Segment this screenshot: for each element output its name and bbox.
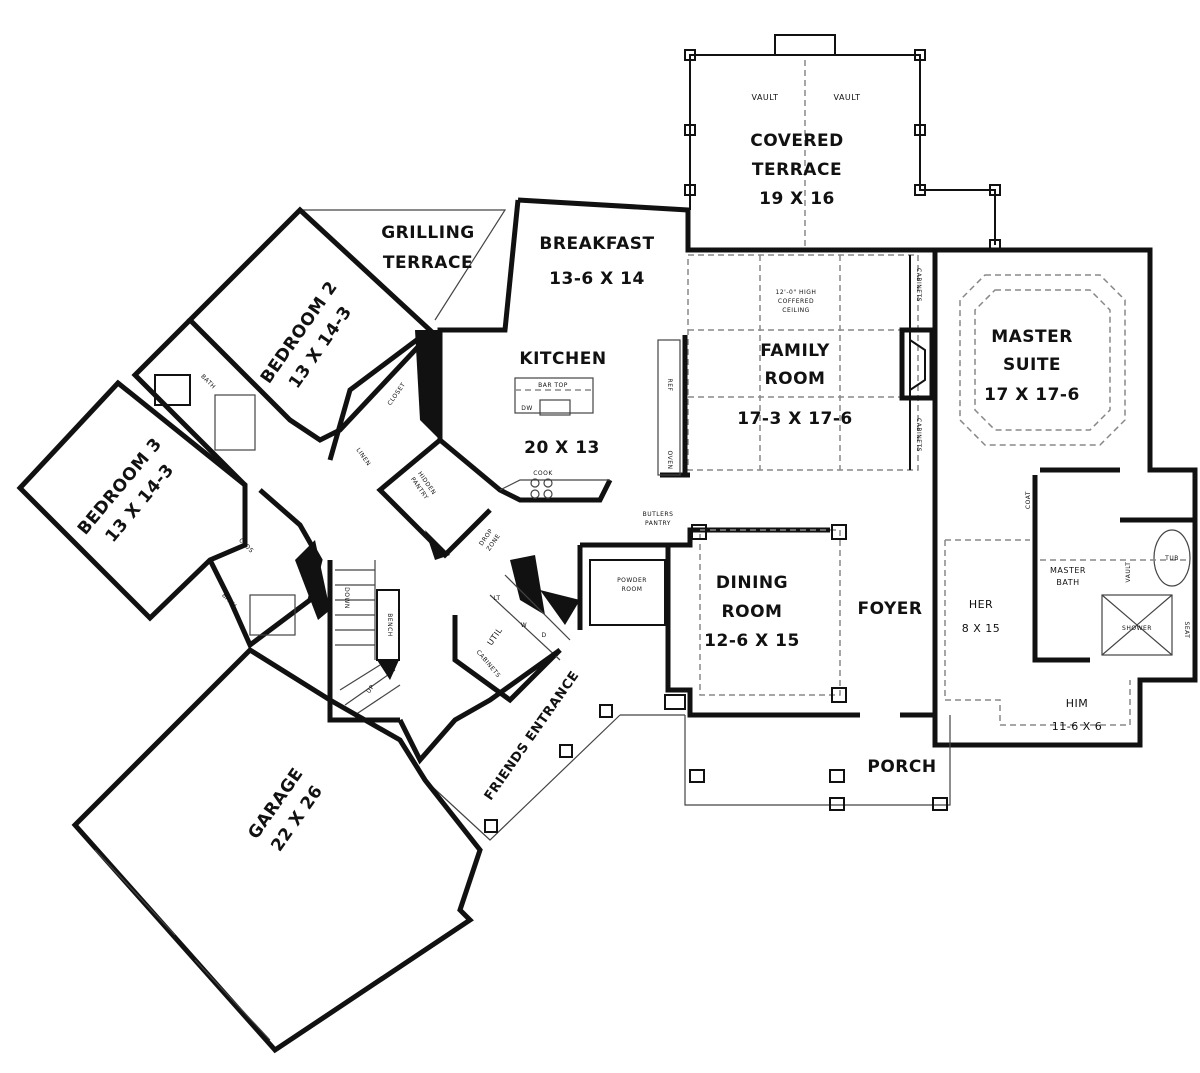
coat-label: COAT [1025, 491, 1032, 509]
master-suite-size: 17 X 17-6 [984, 385, 1080, 405]
kitchen-size: 20 X 13 [524, 438, 600, 458]
butlers-pantry-label: BUTLERS [643, 511, 674, 518]
butlers-pantry-label-2: PANTRY [645, 520, 671, 527]
bar-top-label: BAR TOP [538, 382, 568, 389]
stairs-up-label: UP [365, 683, 376, 694]
family-room-label-2: ROOM [765, 369, 826, 389]
shower-label: SHOWER [1122, 625, 1152, 632]
coffered-ceiling-1: 12'-0" HIGH [776, 289, 817, 296]
util-label: UTIL [486, 626, 505, 647]
cabinets-bottom-label: CABINETS [915, 418, 922, 452]
dining-room-label: DINING [716, 573, 788, 593]
dw-label: DW [521, 405, 533, 412]
laundry-d: D [541, 632, 546, 639]
master-bath-label: MASTER [1050, 566, 1086, 575]
breakfast-size: 13-6 X 14 [549, 269, 645, 289]
laundry-lt: LT [493, 595, 500, 602]
him-size: 11-6 X 6 [1052, 720, 1103, 733]
powder-room-label-2: ROOM [622, 586, 643, 593]
vault-label-right: VAULT [833, 93, 860, 102]
bath-upper-label: BATH [199, 373, 217, 391]
closet-label: CLOSET [386, 381, 407, 407]
cook-label: COOK [533, 470, 553, 477]
dining-room-size: 12-6 X 15 [704, 631, 800, 651]
master-suite-label: MASTER [991, 327, 1073, 347]
covered-terrace-size: 19 X 16 [759, 189, 835, 209]
family-room-size: 17-3 X 17-6 [737, 409, 853, 429]
porch-label: PORCH [867, 757, 936, 777]
him-label: HIM [1066, 697, 1089, 710]
powder-room-label: POWDER [617, 577, 647, 584]
her-label: HER [969, 598, 993, 611]
vault-bath-label: VAULT [1125, 562, 1132, 583]
breakfast-label: BREAKFAST [539, 234, 654, 254]
master-suite-label-2: SUITE [1003, 355, 1061, 375]
grilling-terrace-label-2: TERRACE [383, 253, 473, 273]
bench-label: BENCH [386, 613, 393, 637]
coffered-ceiling-2: COFFERED [778, 298, 814, 305]
family-room-label: FAMILY [760, 341, 830, 361]
ref-label: REF [666, 379, 673, 392]
master-bath-label-2: BATH [1056, 578, 1079, 587]
cabinets-top-label: CABINETS [915, 268, 922, 302]
vault-label-left: VAULT [751, 93, 778, 102]
tub-label: TUB [1164, 555, 1179, 562]
covered-terrace-label: COVERED [750, 131, 844, 151]
foyer-label: FOYER [858, 599, 923, 619]
laundry-w: W [521, 622, 527, 629]
linen-label: LINEN [355, 447, 372, 468]
oven-label: OVEN [666, 450, 673, 469]
bath-lower-label: BATH [220, 592, 238, 610]
covered-terrace-label-2: TERRACE [752, 160, 842, 180]
grilling-terrace-label: GRILLING [381, 223, 475, 243]
her-size: 8 X 15 [962, 622, 1001, 635]
seat-label: SEAT [1183, 622, 1190, 639]
dining-room-label-2: ROOM [722, 602, 783, 622]
walls [16, 34, 1198, 1054]
coffered-ceiling-3: CEILING [782, 307, 810, 314]
stairs-down-label: DOWN [343, 587, 350, 609]
kitchen-label: KITCHEN [519, 349, 606, 369]
